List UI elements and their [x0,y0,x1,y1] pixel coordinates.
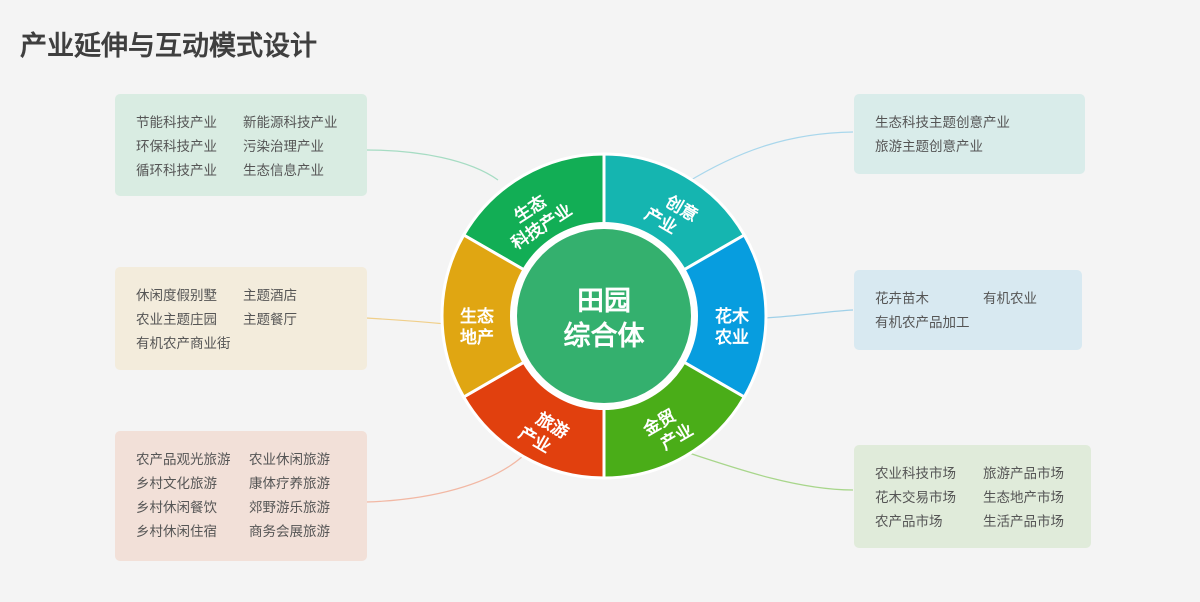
box-item: 农产品观光旅游 [136,452,231,468]
box-item: 农业主题庄园 [136,312,217,328]
box-row: 有机农产商业街 [136,332,367,356]
svg-text:生态: 生态 [460,306,494,327]
box-item: 花卉苗木 [875,291,929,307]
connector-realestate [365,317,447,325]
box-item: 污染治理产业 [243,139,324,155]
box-trade: 农业科技市场 旅游产品市场花木交易市场 生态地产市场农产品市场 生活产品市场 [854,445,1091,548]
box-item: 环保科技产业 [136,139,217,155]
box-item: 农业科技市场 [875,466,956,482]
box-row: 农业主题庄园 主题餐厅 [136,308,367,332]
box-item: 主题酒店 [243,288,297,304]
box-item: 农产品市场 [875,514,943,530]
box-item: 有机农产商业街 [136,336,231,352]
connector-tourism [365,455,524,503]
box-item: 郊野游乐旅游 [249,500,330,516]
box-item: 生活产品市场 [983,514,1064,530]
box-row: 休闲度假别墅 主题酒店 [136,284,367,308]
connector-trade [688,452,854,491]
svg-text:农业: 农业 [714,327,749,348]
box-eco-tech: 节能科技产业 新能源科技产业环保科技产业 污染治理产业循环科技产业 生态信息产业 [115,94,367,196]
center-label-line1: 田园 [577,286,631,317]
box-item: 乡村休闲餐饮 [136,500,217,516]
box-row: 乡村休闲餐饮 郊野游乐旅游 [136,496,367,520]
box-item: 生态信息产业 [243,163,324,179]
box-item: 节能科技产业 [136,115,217,131]
box-row: 节能科技产业 新能源科技产业 [136,111,367,135]
box-row: 农产品观光旅游 农业休闲旅游 [136,448,367,472]
box-item: 生态地产市场 [983,490,1064,506]
box-item: 旅游产品市场 [983,466,1064,482]
center-core [517,229,691,403]
box-item: 康体疗养旅游 [249,476,330,492]
box-row: 环保科技产业 污染治理产业 [136,135,367,159]
box-item: 有机农业 [983,291,1037,307]
box-row: 农产品市场 生活产品市场 [875,510,1091,534]
box-item: 主题餐厅 [243,312,297,328]
box-tourism: 农产品观光旅游农业休闲旅游乡村文化旅游康体疗养旅游乡村休闲餐饮郊野游乐旅游乡村休… [115,431,367,561]
box-item: 旅游主题创意产业 [875,139,983,155]
box-item: 休闲度假别墅 [136,288,217,304]
box-item: 花木交易市场 [875,490,956,506]
connector-eco-tech [365,149,499,181]
box-row: 花木交易市场 生态地产市场 [875,486,1091,510]
box-item: 有机农产品加工 [875,315,970,331]
segment-label-realestate: 生态 地产 [460,306,494,348]
box-row: 乡村文化旅游 康体疗养旅游 [136,472,367,496]
box-item: 乡村文化旅游 [136,476,217,492]
box-row: 乡村休闲住宿 商务会展旅游 [136,520,367,544]
box-row: 农业科技市场 旅游产品市场 [875,462,1091,486]
box-row: 有机农产品加工 [875,311,1082,335]
box-row: 花卉苗木 有机农业 [875,287,1082,311]
box-item: 循环科技产业 [136,163,217,179]
box-item: 商务会展旅游 [249,524,330,540]
segment-label-flower: 花木 农业 [714,306,750,348]
box-row: 旅游主题创意产业 [875,135,1085,159]
box-flower: 花卉苗木 有机农业有机农产品加工 [854,270,1082,350]
box-realestate: 休闲度假别墅 主题酒店农业主题庄园 主题餐厅有机农产商业街 [115,267,367,370]
box-item: 农业休闲旅游 [249,452,330,468]
svg-text:花木: 花木 [715,306,750,327]
box-row: 生态科技主题创意产业 [875,111,1085,135]
industry-ring [440,152,768,480]
svg-text:地产: 地产 [460,327,494,348]
box-item: 乡村休闲住宿 [136,524,217,540]
box-row: 循环科技产业 生态信息产业 [136,159,367,183]
center-label-line2: 综合体 [564,320,646,352]
box-item: 新能源科技产业 [243,115,338,131]
page-title: 产业延伸与互动模式设计 [20,31,317,62]
connector-flower [764,309,854,319]
box-item: 生态科技主题创意产业 [875,115,1010,131]
connector-creative [685,131,854,184]
box-creative: 生态科技主题创意产业旅游主题创意产业 [854,94,1085,174]
